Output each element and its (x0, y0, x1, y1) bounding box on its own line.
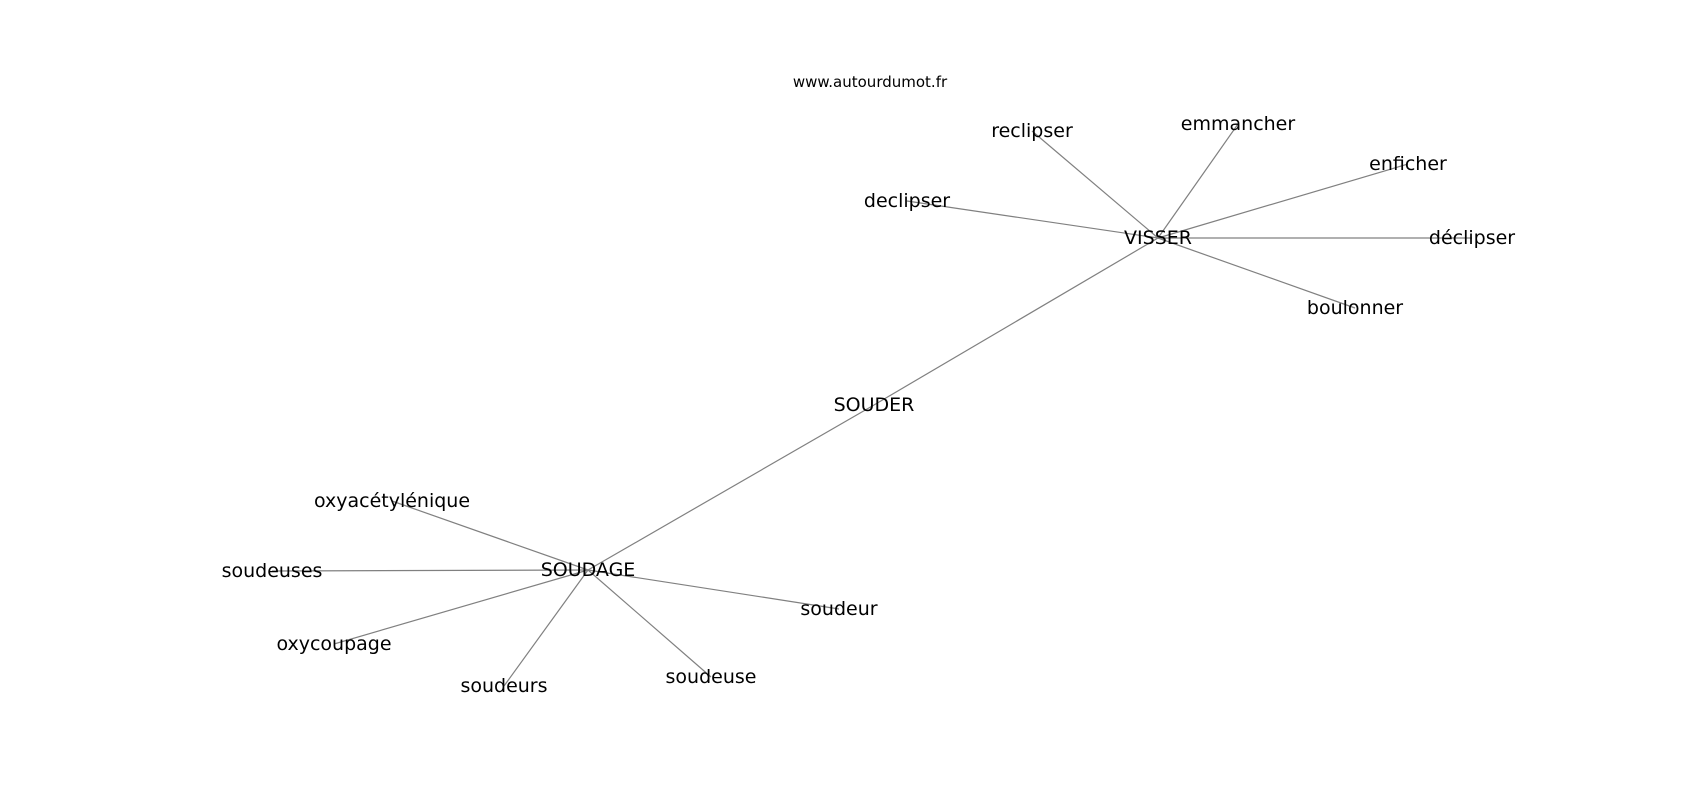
node-visser[interactable]: VISSER (1124, 227, 1192, 249)
node-soudeuse[interactable]: soudeuse (666, 666, 757, 688)
edge-soudage-soudeurs (503, 569, 589, 687)
node-declipser[interactable]: declipser (864, 190, 950, 212)
edge-soudage-soudeur (587, 569, 840, 610)
edge-visser-enficher (1157, 163, 1409, 239)
edge-visser-reclipser (1031, 130, 1159, 239)
node-declipser-accent[interactable]: déclipser (1429, 227, 1515, 249)
node-soudeurs[interactable]: soudeurs (460, 675, 547, 697)
labels-layer: SOUDER VISSER SOUDAGE reclipser emmanche… (222, 113, 1516, 697)
node-oxycoupage[interactable]: oxycoupage (276, 633, 391, 655)
node-reclipser[interactable]: reclipser (991, 120, 1073, 142)
node-oxyacetylenique[interactable]: oxyacétylénique (314, 490, 470, 512)
edge-souder-visser (873, 237, 1159, 406)
edge-soudage-oxycoupage (333, 569, 589, 645)
site-watermark: www.autourdumot.fr (793, 73, 948, 91)
node-soudeur[interactable]: soudeur (800, 598, 877, 620)
edge-soudage-soudeuses (271, 569, 589, 572)
edge-visser-emmancher (1157, 123, 1239, 239)
node-soudeuses[interactable]: soudeuses (222, 560, 323, 582)
edge-soudage-oxyacetylenique (391, 500, 589, 571)
node-emmancher[interactable]: emmancher (1181, 113, 1296, 135)
edges-layer (271, 123, 1472, 687)
node-soudage[interactable]: SOUDAGE (541, 559, 636, 581)
edge-visser-boulonner (1157, 237, 1356, 309)
node-boulonner[interactable]: boulonner (1307, 297, 1403, 319)
edge-visser-declipser (906, 200, 1159, 239)
node-enficher[interactable]: enficher (1369, 153, 1447, 175)
edge-souder-soudage (587, 404, 875, 571)
node-souder[interactable]: SOUDER (834, 394, 915, 416)
edge-soudage-soudeuse (587, 569, 712, 678)
